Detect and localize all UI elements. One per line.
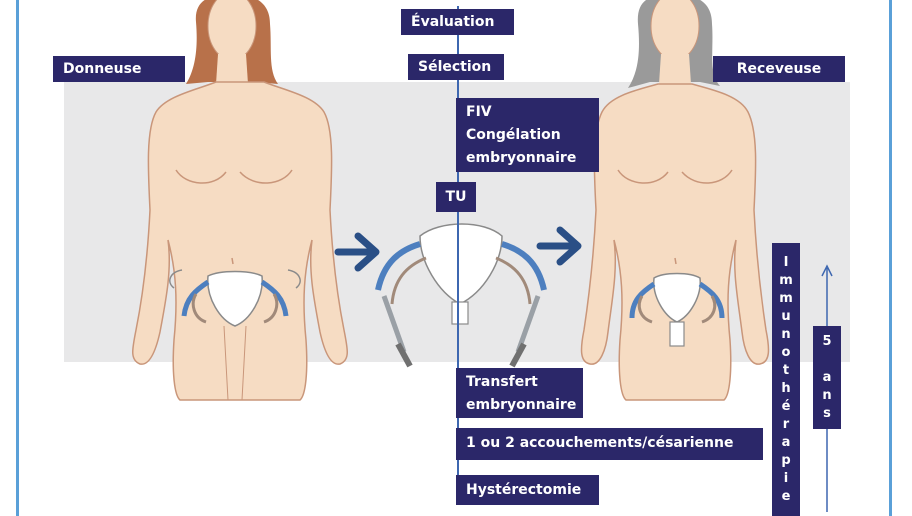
vertical-letter: 5 [822,333,832,349]
right-arrow-icon [334,232,380,272]
embryo-transfer-line-2: embryonnaire [466,397,577,413]
recipient-figure [580,0,770,401]
embryo-transfer-label: Transfert embryonnaire [456,368,583,418]
vertical-letter: a [781,434,791,450]
vertical-letter: m [779,290,793,306]
duration-label: 5 ans 5 ans [813,326,841,429]
embryo-transfer-line-1: Transfert [466,374,538,390]
vertical-letter: n [781,326,791,342]
donor-label: Donneuse [53,56,185,82]
deliveries-label: 1 ou 2 accouchements/césarienne [456,428,763,460]
evaluation-label: Évaluation [401,9,514,35]
vertical-letter [825,351,830,369]
vertical-letter: n [822,387,832,403]
vertical-letter: o [781,344,791,360]
vertical-letter: a [822,369,832,385]
vertical-letter: h [781,380,791,396]
vertical-letter: I [783,254,789,270]
vertical-letter: t [782,362,790,378]
ivf-line-2: Congélation [466,127,561,143]
frame-right-border [889,0,892,516]
vertical-letter: i [783,470,789,486]
selection-label: Sélection [408,54,504,80]
vertical-letter: é [781,398,791,414]
uterus-icon [375,223,547,368]
vertical-letter: s [823,405,831,421]
frame-left-border [16,0,19,516]
up-arrow-icon [821,264,833,277]
vertical-letter: u [781,308,791,324]
ivf-line-1: FIV [466,104,492,120]
ivf-line-3: embryonnaire [466,150,577,166]
hysterectomy-label: Hystérectomie [456,475,599,505]
vertical-letter: e [781,488,791,504]
vertical-letter: p [781,452,791,468]
ivf-label: FIV Congélation embryonnaire [456,98,599,172]
right-arrow-icon [536,226,582,266]
donor-figure [132,0,348,401]
recipient-label: Receveuse [713,56,845,82]
vertical-letter: m [779,272,793,288]
vertical-letter: r [782,416,790,432]
tu-label: TU [436,182,476,212]
